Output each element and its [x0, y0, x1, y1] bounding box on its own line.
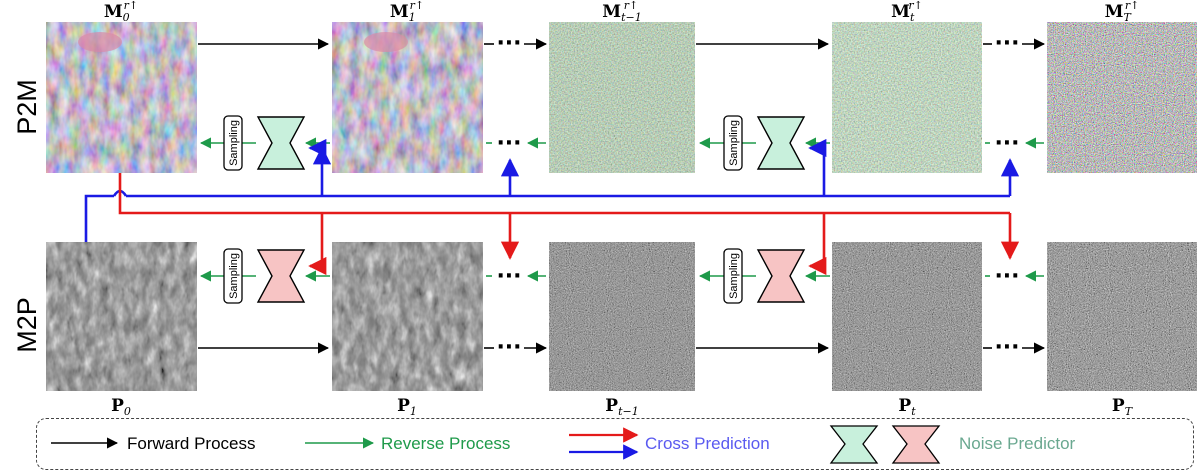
bottom-image-label-1: P1 — [397, 396, 417, 418]
svg-text:Sampling: Sampling — [228, 120, 240, 166]
ellipsis-1: ··· — [994, 31, 1019, 56]
noise-predictor-top-1 — [256, 116, 306, 170]
top-image-mt-1 — [549, 22, 695, 173]
sampling-box-2: Sampling — [223, 248, 243, 304]
ellipsis-2: ··· — [496, 131, 521, 156]
legend-reverse-label: Reverse Process — [381, 434, 511, 453]
bottom-image-label-3: Pt — [898, 396, 916, 418]
svg-text:Sampling: Sampling — [228, 253, 240, 299]
bottom-image-pt-1 — [549, 242, 695, 391]
cross-prediction-red — [118, 173, 1020, 276]
legend-noise-predictor-pink — [891, 425, 941, 464]
bottom-image-label-0: P0 — [111, 396, 131, 418]
top-image-label-4: MTr↑ — [1105, 0, 1140, 24]
sampling-box-3: Sampling — [723, 248, 743, 304]
forward-arrows — [198, 38, 1046, 354]
top-image-label-1: M1r↑ — [390, 0, 424, 24]
bottom-image-p1 — [332, 242, 483, 391]
ellipsis-7: ··· — [994, 335, 1019, 360]
top-image-label-0: M0r↑ — [104, 0, 138, 24]
sampling-box-0: Sampling — [223, 115, 243, 171]
bottom-image-p0 — [46, 242, 197, 391]
top-image-mT — [1047, 22, 1197, 173]
ellipsis-5: ··· — [994, 264, 1019, 289]
legend-cross-label: Cross Prediction — [645, 434, 770, 453]
noise-predictor-top-2 — [756, 116, 806, 170]
top-image-label-2: Mt−1r↑ — [602, 0, 641, 24]
svg-text:Sampling: Sampling — [728, 253, 740, 299]
bottom-image-pt — [832, 242, 982, 391]
bottom-image-label-2: Pt−1 — [605, 396, 638, 418]
cross-prediction-blue — [84, 138, 1020, 242]
top-image-m0 — [46, 22, 197, 173]
bottom-image-pT — [1047, 242, 1197, 391]
top-image-m1 — [332, 22, 483, 173]
ellipsis-6: ··· — [496, 335, 521, 360]
ellipsis-0: ··· — [496, 31, 521, 56]
top-image-label-3: Mtr↑ — [891, 0, 923, 24]
noise-predictor-bottom-1 — [256, 249, 306, 303]
top-image-mt — [832, 22, 982, 173]
noise-predictor-bottom-2 — [756, 249, 806, 303]
svg-text:Sampling: Sampling — [728, 120, 740, 166]
legend-forward-label: Forward Process — [127, 434, 256, 453]
legend-graphics — [51, 425, 941, 464]
legend-noise-predictor-green — [829, 425, 879, 464]
bottom-image-label-4: PT — [1112, 396, 1134, 418]
ellipsis-4: ··· — [496, 264, 521, 289]
row-label-m2p: M2P — [12, 297, 42, 353]
legend-noise-label: Noise Predictor — [959, 434, 1076, 453]
legend-box: Forward Process Reverse Process Cross Pr… — [36, 418, 1194, 470]
ellipsis-3: ··· — [994, 131, 1019, 156]
row-label-p2m: P2M — [12, 79, 42, 135]
sampling-box-1: Sampling — [723, 115, 743, 171]
